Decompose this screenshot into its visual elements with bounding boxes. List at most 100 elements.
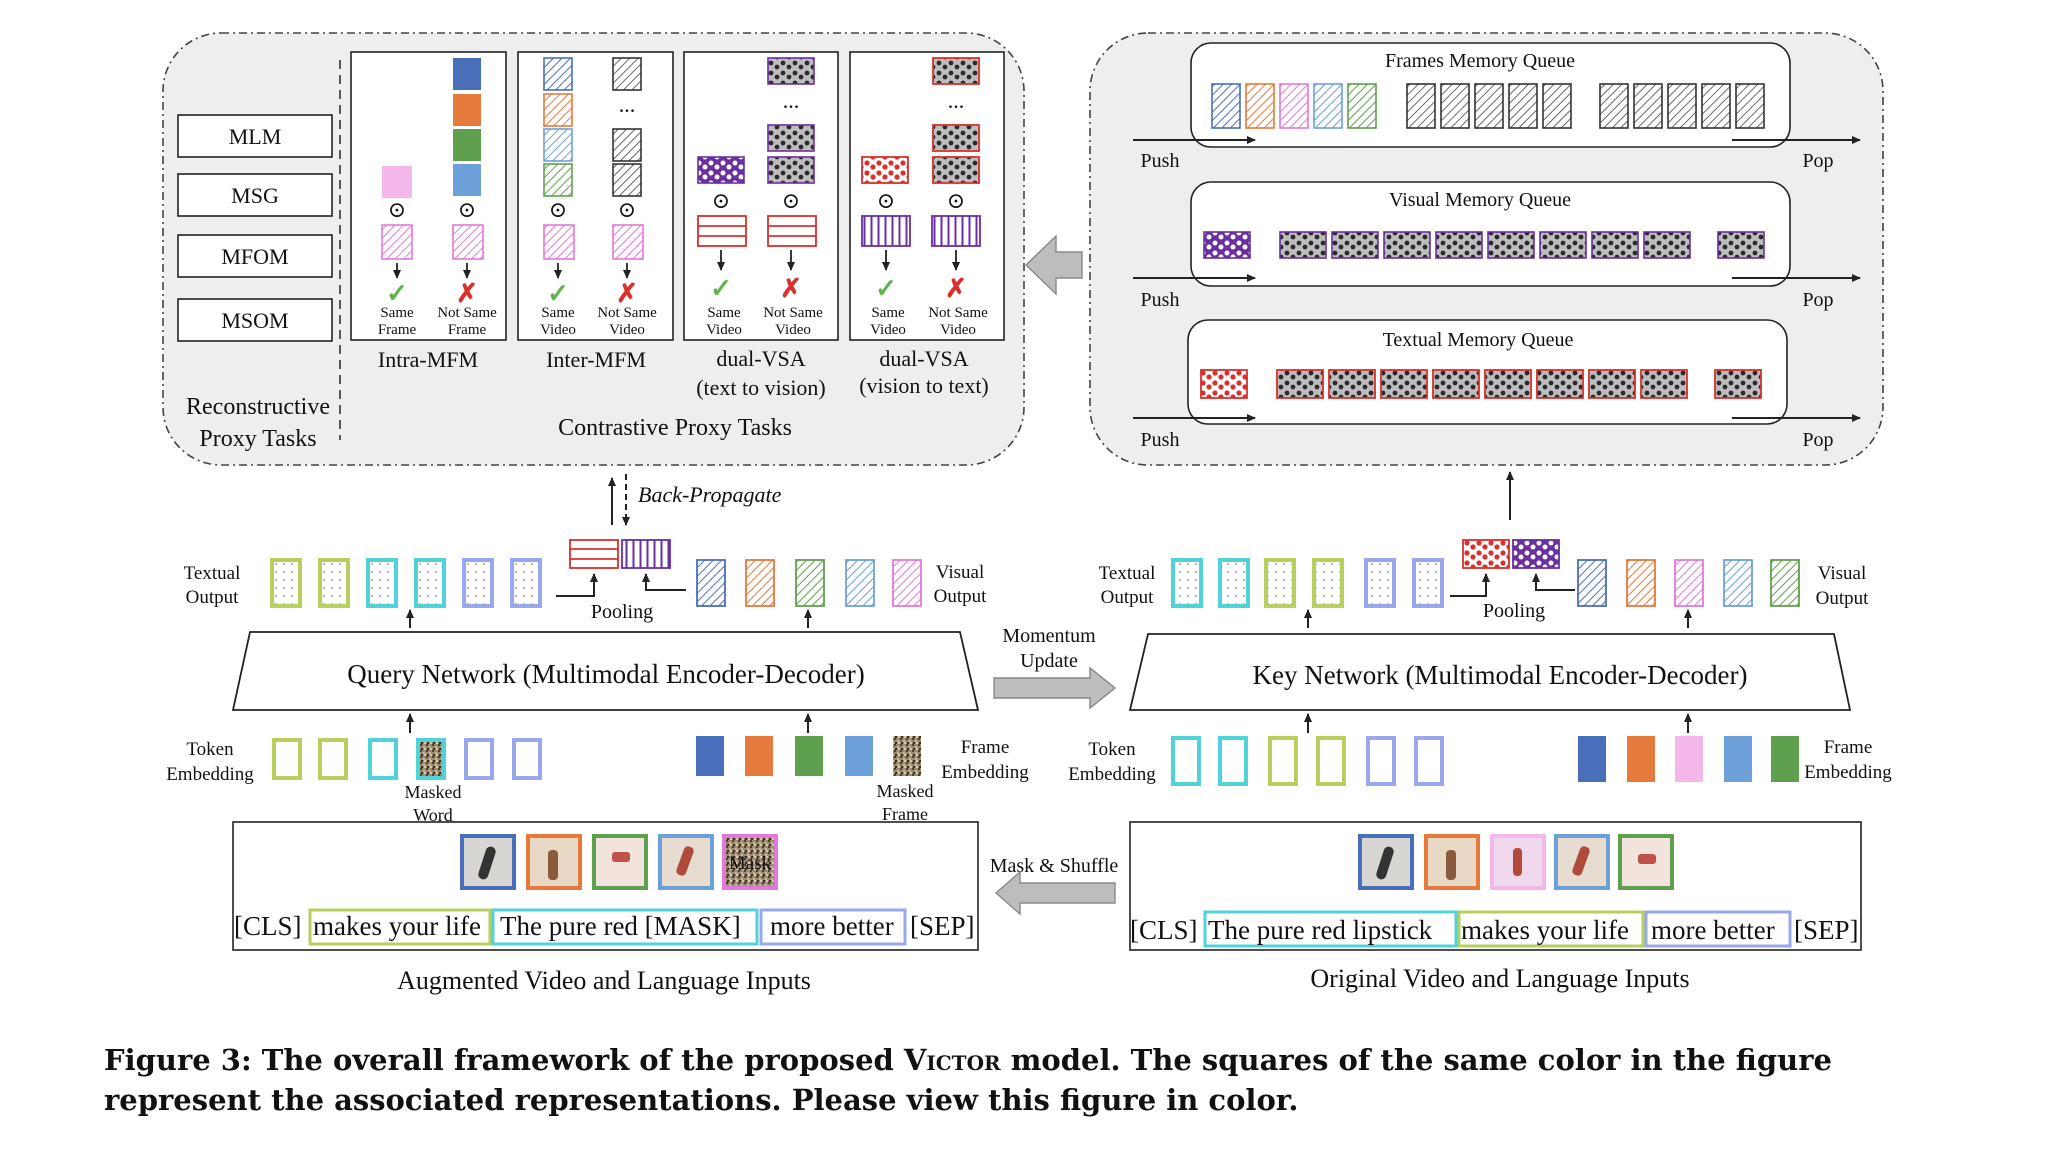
svg-text:Frames Memory Queue: Frames Memory Queue [1385, 50, 1575, 72]
frames-memory-queue: Frames Memory Queue [1190, 42, 1791, 148]
svg-text:The pure red [MASK]: The pure red [MASK] [500, 911, 741, 941]
svg-text:Not Same: Not Same [437, 305, 497, 321]
augmented-inputs-title: Augmented Video and Language Inputs [397, 966, 811, 995]
dual-vsa-v2t-label: dual-VSA [879, 346, 968, 371]
inter-mfm-panel [517, 51, 674, 341]
svg-text:more better: more better [1651, 915, 1775, 945]
svg-text:⊙: ⊙ [618, 197, 636, 222]
svg-text:Embedding: Embedding [941, 762, 1029, 783]
svg-text:[SEP]: [SEP] [910, 911, 975, 941]
momentum-update-arrow [993, 666, 1117, 710]
svg-text:(text to vision): (text to vision) [696, 375, 826, 400]
svg-text:Visual Memory Queue: Visual Memory Queue [1389, 189, 1571, 211]
svg-text:Masked: Masked [405, 782, 462, 802]
svg-text:Pooling: Pooling [1483, 600, 1545, 622]
svg-text:⊙: ⊙ [947, 188, 965, 213]
textual-memory-queue: Textual Memory Queue [1187, 319, 1788, 425]
svg-text:Same: Same [871, 305, 905, 321]
svg-text:more better: more better [770, 911, 894, 941]
svg-text:Key Network (Multimodal Encode: Key Network (Multimodal Encoder-Decoder) [1252, 660, 1747, 690]
queue-to-proxy-arrow [1024, 234, 1083, 296]
mask-shuffle-arrow [994, 870, 1116, 916]
svg-text:⊙: ⊙ [877, 188, 895, 213]
key-video-thumbnails [1358, 834, 1674, 890]
svg-text:MFOM: MFOM [221, 244, 288, 269]
svg-text:Word: Word [413, 805, 453, 825]
svg-text:Push: Push [1141, 150, 1180, 172]
svg-text:Visual: Visual [1818, 563, 1866, 584]
check-icon: ✓ [547, 279, 569, 308]
svg-text:Frame: Frame [378, 322, 417, 338]
check-icon: ✓ [710, 274, 732, 303]
svg-text:Output: Output [934, 586, 988, 607]
svg-text:Not Same: Not Same [763, 305, 823, 321]
recon-task-msg: MSG [177, 173, 333, 217]
svg-text:Same: Same [541, 305, 575, 321]
svg-text:makes your life: makes your life [313, 911, 481, 941]
svg-text:[CLS]: [CLS] [1130, 915, 1198, 945]
svg-text:MSOM: MSOM [221, 308, 288, 333]
query-network: Query Network (Multimodal Encoder-Decode… [231, 631, 980, 711]
svg-text:Push: Push [1141, 289, 1180, 311]
dual-vsa-t2v-panel [683, 51, 839, 341]
inter-mfm-label: Inter-MFM [546, 347, 646, 372]
recon-task-msom: MSOM [177, 298, 333, 342]
svg-text:⊙: ⊙ [782, 188, 800, 213]
svg-text:Pop: Pop [1802, 289, 1833, 311]
check-icon: ✓ [875, 274, 897, 303]
svg-text:⊙: ⊙ [549, 197, 567, 222]
svg-text:Video: Video [540, 322, 576, 338]
svg-text:Frame: Frame [882, 804, 928, 824]
svg-text:(vision to text): (vision to text) [859, 373, 989, 398]
svg-text:...: ... [619, 92, 636, 117]
svg-text:Textual Memory Queue: Textual Memory Queue [1383, 329, 1574, 351]
svg-text:Pooling: Pooling [591, 601, 653, 623]
svg-text:The pure red lipstick: The pure red lipstick [1208, 915, 1433, 945]
intra-mfm-label: Intra-MFM [378, 347, 478, 372]
svg-text:Push: Push [1141, 429, 1180, 451]
figure-caption: Figure 3: The overall framework of the p… [104, 1043, 1832, 1117]
svg-text:Same: Same [707, 305, 741, 321]
intra-mfm-panel [350, 51, 507, 341]
recon-title-line2: Proxy Tasks [199, 426, 316, 452]
svg-text:Frame: Frame [1824, 737, 1873, 758]
svg-text:Masked: Masked [877, 781, 934, 801]
svg-text:Embedding: Embedding [1068, 764, 1156, 785]
original-inputs-title: Original Video and Language Inputs [1310, 964, 1689, 993]
check-icon: ✓ [386, 279, 408, 308]
dual-vsa-t2v-label: dual-VSA [716, 346, 805, 371]
key-network: Key Network (Multimodal Encoder-Decoder) [1128, 633, 1852, 711]
query-video-thumbnails: Mask [460, 834, 778, 890]
visual-memory-queue: Visual Memory Queue [1190, 181, 1791, 287]
svg-text:⊙: ⊙ [388, 197, 406, 222]
svg-text:Textual: Textual [1099, 563, 1156, 584]
contrastive-title: Contrastive Proxy Tasks [558, 415, 792, 441]
svg-text:Video: Video [940, 322, 976, 338]
svg-text:Query Network (Multimodal Enco: Query Network (Multimodal Encoder-Decode… [347, 659, 865, 689]
svg-text:makes your life: makes your life [1461, 915, 1629, 945]
svg-text:⊙: ⊙ [458, 197, 476, 222]
svg-text:Pop: Pop [1802, 429, 1833, 451]
svg-text:Video: Video [775, 322, 811, 338]
svg-text:Textual: Textual [184, 563, 241, 584]
svg-text:⊙: ⊙ [712, 188, 730, 213]
svg-text:[SEP]: [SEP] [1794, 915, 1859, 945]
svg-text:Output: Output [1816, 588, 1870, 609]
svg-text:Visual: Visual [936, 562, 984, 583]
svg-text:MLM: MLM [229, 124, 282, 149]
svg-text:Video: Video [870, 322, 906, 338]
svg-text:Mask: Mask [729, 853, 772, 874]
cross-icon: ✗ [780, 274, 802, 303]
svg-text:Not Same: Not Same [928, 305, 988, 321]
svg-text:Pop: Pop [1802, 150, 1833, 172]
svg-text:Video: Video [609, 322, 645, 338]
model-name: Victor [903, 1043, 1001, 1077]
svg-text:...: ... [948, 88, 965, 113]
svg-text:Momentum: Momentum [1002, 625, 1096, 647]
svg-text:Token: Token [186, 739, 234, 760]
recon-task-mfom: MFOM [177, 234, 333, 278]
svg-text:...: ... [783, 88, 800, 113]
svg-text:Frame: Frame [961, 737, 1010, 758]
svg-text:Mask & Shuffle: Mask & Shuffle [990, 855, 1119, 877]
recon-title-line1: Reconstructive [186, 394, 330, 420]
